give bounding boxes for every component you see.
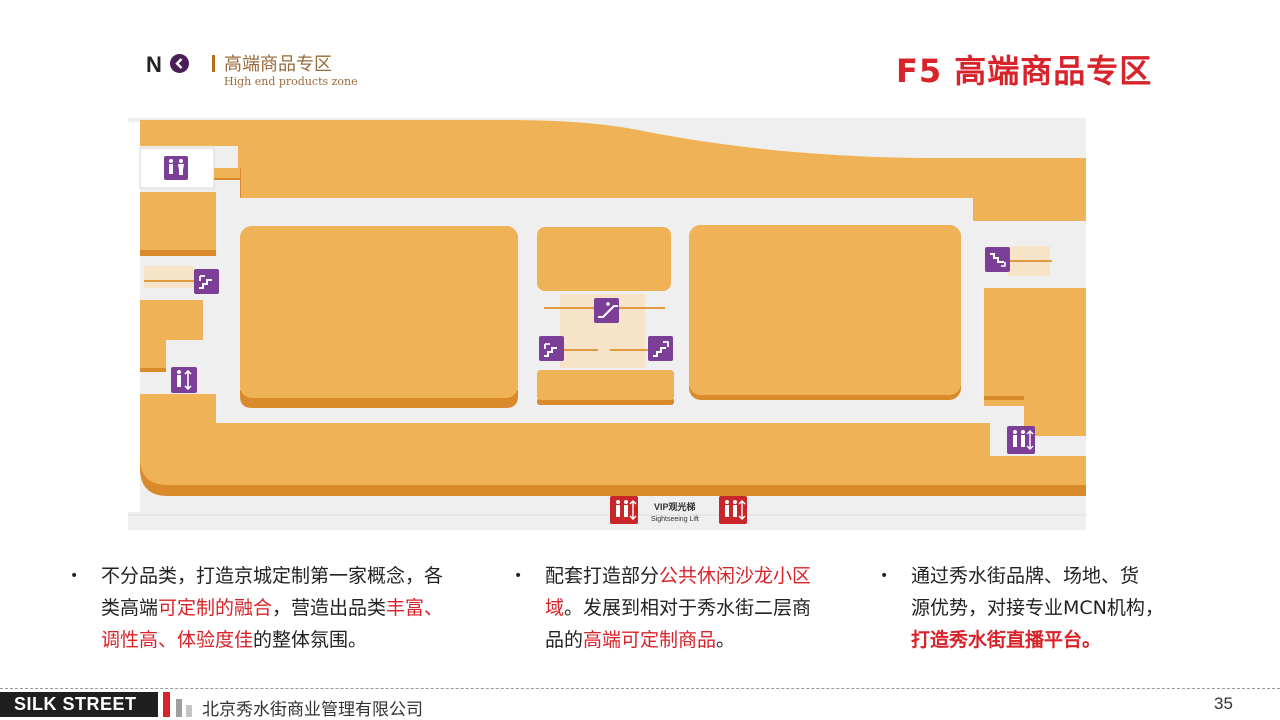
bullet-2: 配套打造部分公共休闲沙龙小区 域。发展到相对于秀水街二层商 品的高端可定制商品。 [545,560,865,656]
zone-title-cn: 高端商品专区 [224,54,332,75]
brand-logo-text: SILK STREET [14,694,137,714]
bullet-2-seg: 。 [716,629,736,651]
bullet-1-seg: ，营造出品类 [272,597,387,619]
vip-elevator-icon [610,496,638,524]
stairs-icon [985,247,1010,272]
north-arrow-icon [170,54,189,73]
stairs-icon [194,269,219,294]
stairs-icon [539,336,564,361]
bullet-1-seg: 不分品类，打造京城定制第一家概念，各 [101,565,444,587]
vip-lift-label-en: Sightseeing Lift [651,516,699,523]
shop-top-band [140,120,1086,221]
zone-title-bar [212,55,215,72]
bullet-1-seg: 的整体氛围。 [253,629,368,651]
floor-map: VIP观光梯 Sightseeing Lift [128,118,1086,530]
bullet-1: 不分品类，打造京城定制第一家概念，各 类高端可定制的融合，营造出品类丰富、 调性… [101,560,501,656]
bullet-2-seg: 品的 [545,629,584,651]
bullet-dot: • [70,568,79,584]
bullet-3-seg: 通过秀水街品牌、场地、货 [911,565,1140,587]
bullet-3: 通过秀水街品牌、场地、货 源优势，对接专业MCN机构， 打造秀水街直播平台。 [911,560,1211,656]
bullet-3-seg: 源优势，对接专业MCN机构， [911,597,1164,619]
page-number: 35 [1214,694,1233,713]
vip-elevator-icon [719,496,747,524]
bullet-dot: • [880,568,889,584]
north-label: N [146,52,162,77]
bullet-1-highlight: 调性高、体验度佳 [101,629,254,651]
bullet-2-highlight: 公共休闲沙龙小区 [659,565,812,587]
page-title: F5 高端商品专区 [896,52,1153,90]
bullet-1-highlight: 可定制的融合 [158,597,273,619]
footer-accent-gray [176,699,182,717]
footer-accent-gray [186,705,192,717]
company-name: 北京秀水街商业管理有限公司 [202,700,423,720]
right-stairs-area [1008,246,1052,276]
restroom-icon [164,156,188,180]
bullet-dot: • [514,568,523,584]
left-stairs-area [144,266,194,288]
footer-accent-red [163,692,170,717]
escalator-icon [594,298,619,323]
bullet-1-highlight: 丰富、 [386,597,444,619]
bullet-2-highlight: 域 [545,597,565,619]
bullet-3-highlight: 打造秀水街直播平台。 [911,629,1102,651]
stairs-icon [648,336,673,361]
vip-lift-label: VIP观光梯 [654,501,696,512]
bullet-2-seg: 配套打造部分 [545,565,660,587]
bullet-2-seg: 。发展到相对于秀水街二层商 [564,597,812,619]
zone-title-en: High end products zone [224,75,358,88]
elevator-icon [171,367,197,393]
bullet-1-seg: 类高端 [101,597,159,619]
elevator-icon [1007,426,1035,454]
shop-block-center-top [537,227,671,291]
bullet-2-highlight: 高端可定制商品 [583,629,717,651]
brand-box [0,692,158,717]
footer-divider [0,688,1280,689]
shop-bottom-band [140,394,1086,485]
